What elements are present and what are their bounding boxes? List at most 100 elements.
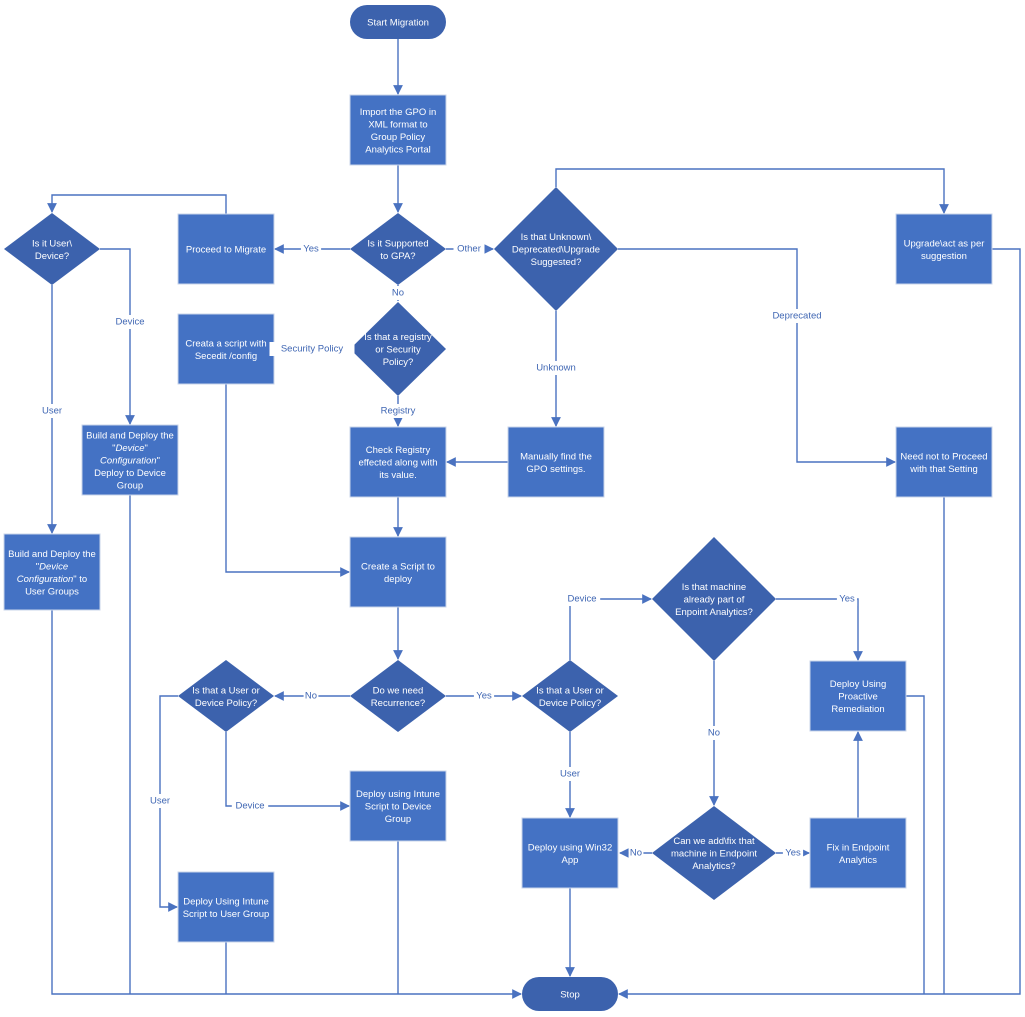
svg-text:Yes: Yes: [785, 848, 801, 859]
edge-label-no-endpoint: No: [706, 726, 722, 740]
svg-text:No: No: [630, 848, 642, 859]
node-stop[interactable]: Stop: [522, 977, 618, 1011]
edge-label-device-top: Device: [111, 315, 149, 329]
decision-diamond: [652, 806, 776, 900]
edge-label-yes-proceed: Yes: [300, 242, 322, 256]
connector-right-endpoint: [569, 594, 652, 660]
edge-label-no-can-add: No: [628, 846, 644, 860]
svg-text:No: No: [392, 288, 404, 299]
connector-userdevice-device: [100, 248, 135, 425]
process-box: [349, 426, 447, 498]
process-box: [895, 426, 993, 498]
edge-label-no-recurrence: No: [303, 689, 319, 703]
edge-label-unknown: Unknown: [535, 361, 577, 375]
svg-text:Deprecated: Deprecated: [772, 311, 821, 322]
process-box: [81, 424, 179, 496]
edge-label-other: Other: [453, 242, 485, 256]
terminator-shape: [350, 5, 446, 39]
edge-label-yes-recurrence: Yes: [473, 689, 495, 703]
node-proceed[interactable]: Proceed to Migrate: [177, 213, 275, 285]
svg-text:Device: Device: [115, 317, 144, 328]
node-deploy-device-config[interactable]: Build and Deploy the"Device"Configuratio…: [81, 424, 179, 496]
edge-label-device-right: Device: [563, 592, 601, 606]
process-box: [507, 426, 605, 498]
terminator-shape: [522, 977, 618, 1011]
svg-text:Yes: Yes: [476, 691, 492, 702]
connector-endpoint-proactive: [776, 598, 863, 661]
edge-label-security-policy: Security Policy: [269, 342, 355, 356]
node-label: Is it User\Device?: [32, 238, 72, 262]
connector-unknown-upgrade: [555, 168, 949, 214]
node-label: Stop: [560, 990, 580, 1001]
process-box: [895, 213, 993, 285]
decision-diamond: [652, 537, 776, 661]
svg-text:User: User: [42, 406, 62, 417]
svg-text:Yes: Yes: [839, 594, 855, 605]
svg-text:User: User: [150, 796, 170, 807]
node-label: Build and Deploy the"Device"Configuratio…: [86, 431, 174, 492]
decision-diamond: [350, 660, 446, 732]
edge-label-user-left: User: [147, 794, 173, 808]
decision-diamond: [178, 660, 274, 732]
process-box: [3, 533, 101, 611]
connector-proactive-stop: [906, 695, 925, 994]
edge-label-yes-can-add: Yes: [782, 846, 804, 860]
process-box: [521, 817, 619, 889]
process-box: [177, 313, 275, 385]
svg-text:Yes: Yes: [303, 244, 319, 255]
edge-label-user-right: User: [557, 767, 583, 781]
process-box: [349, 770, 447, 842]
node-label: Start Migration: [367, 18, 429, 29]
edge-label-yes-endpoint: Yes: [836, 592, 858, 606]
node-user-device-top[interactable]: Is it User\Device?: [4, 213, 100, 285]
node-start[interactable]: Start Migration: [350, 5, 446, 39]
svg-text:Device: Device: [235, 801, 264, 812]
edge-label-deprecated: Deprecated: [768, 309, 826, 323]
process-box: [809, 817, 907, 889]
node-label: Proceed to Migrate: [186, 245, 266, 256]
svg-text:No: No: [708, 728, 720, 739]
svg-text:No: No: [305, 691, 317, 702]
decision-diamond: [494, 187, 618, 311]
connector-left-intune-device: [225, 732, 350, 811]
process-box: [349, 94, 447, 166]
decision-diamond: [350, 213, 446, 285]
svg-text:Security Policy: Security Policy: [281, 344, 344, 355]
